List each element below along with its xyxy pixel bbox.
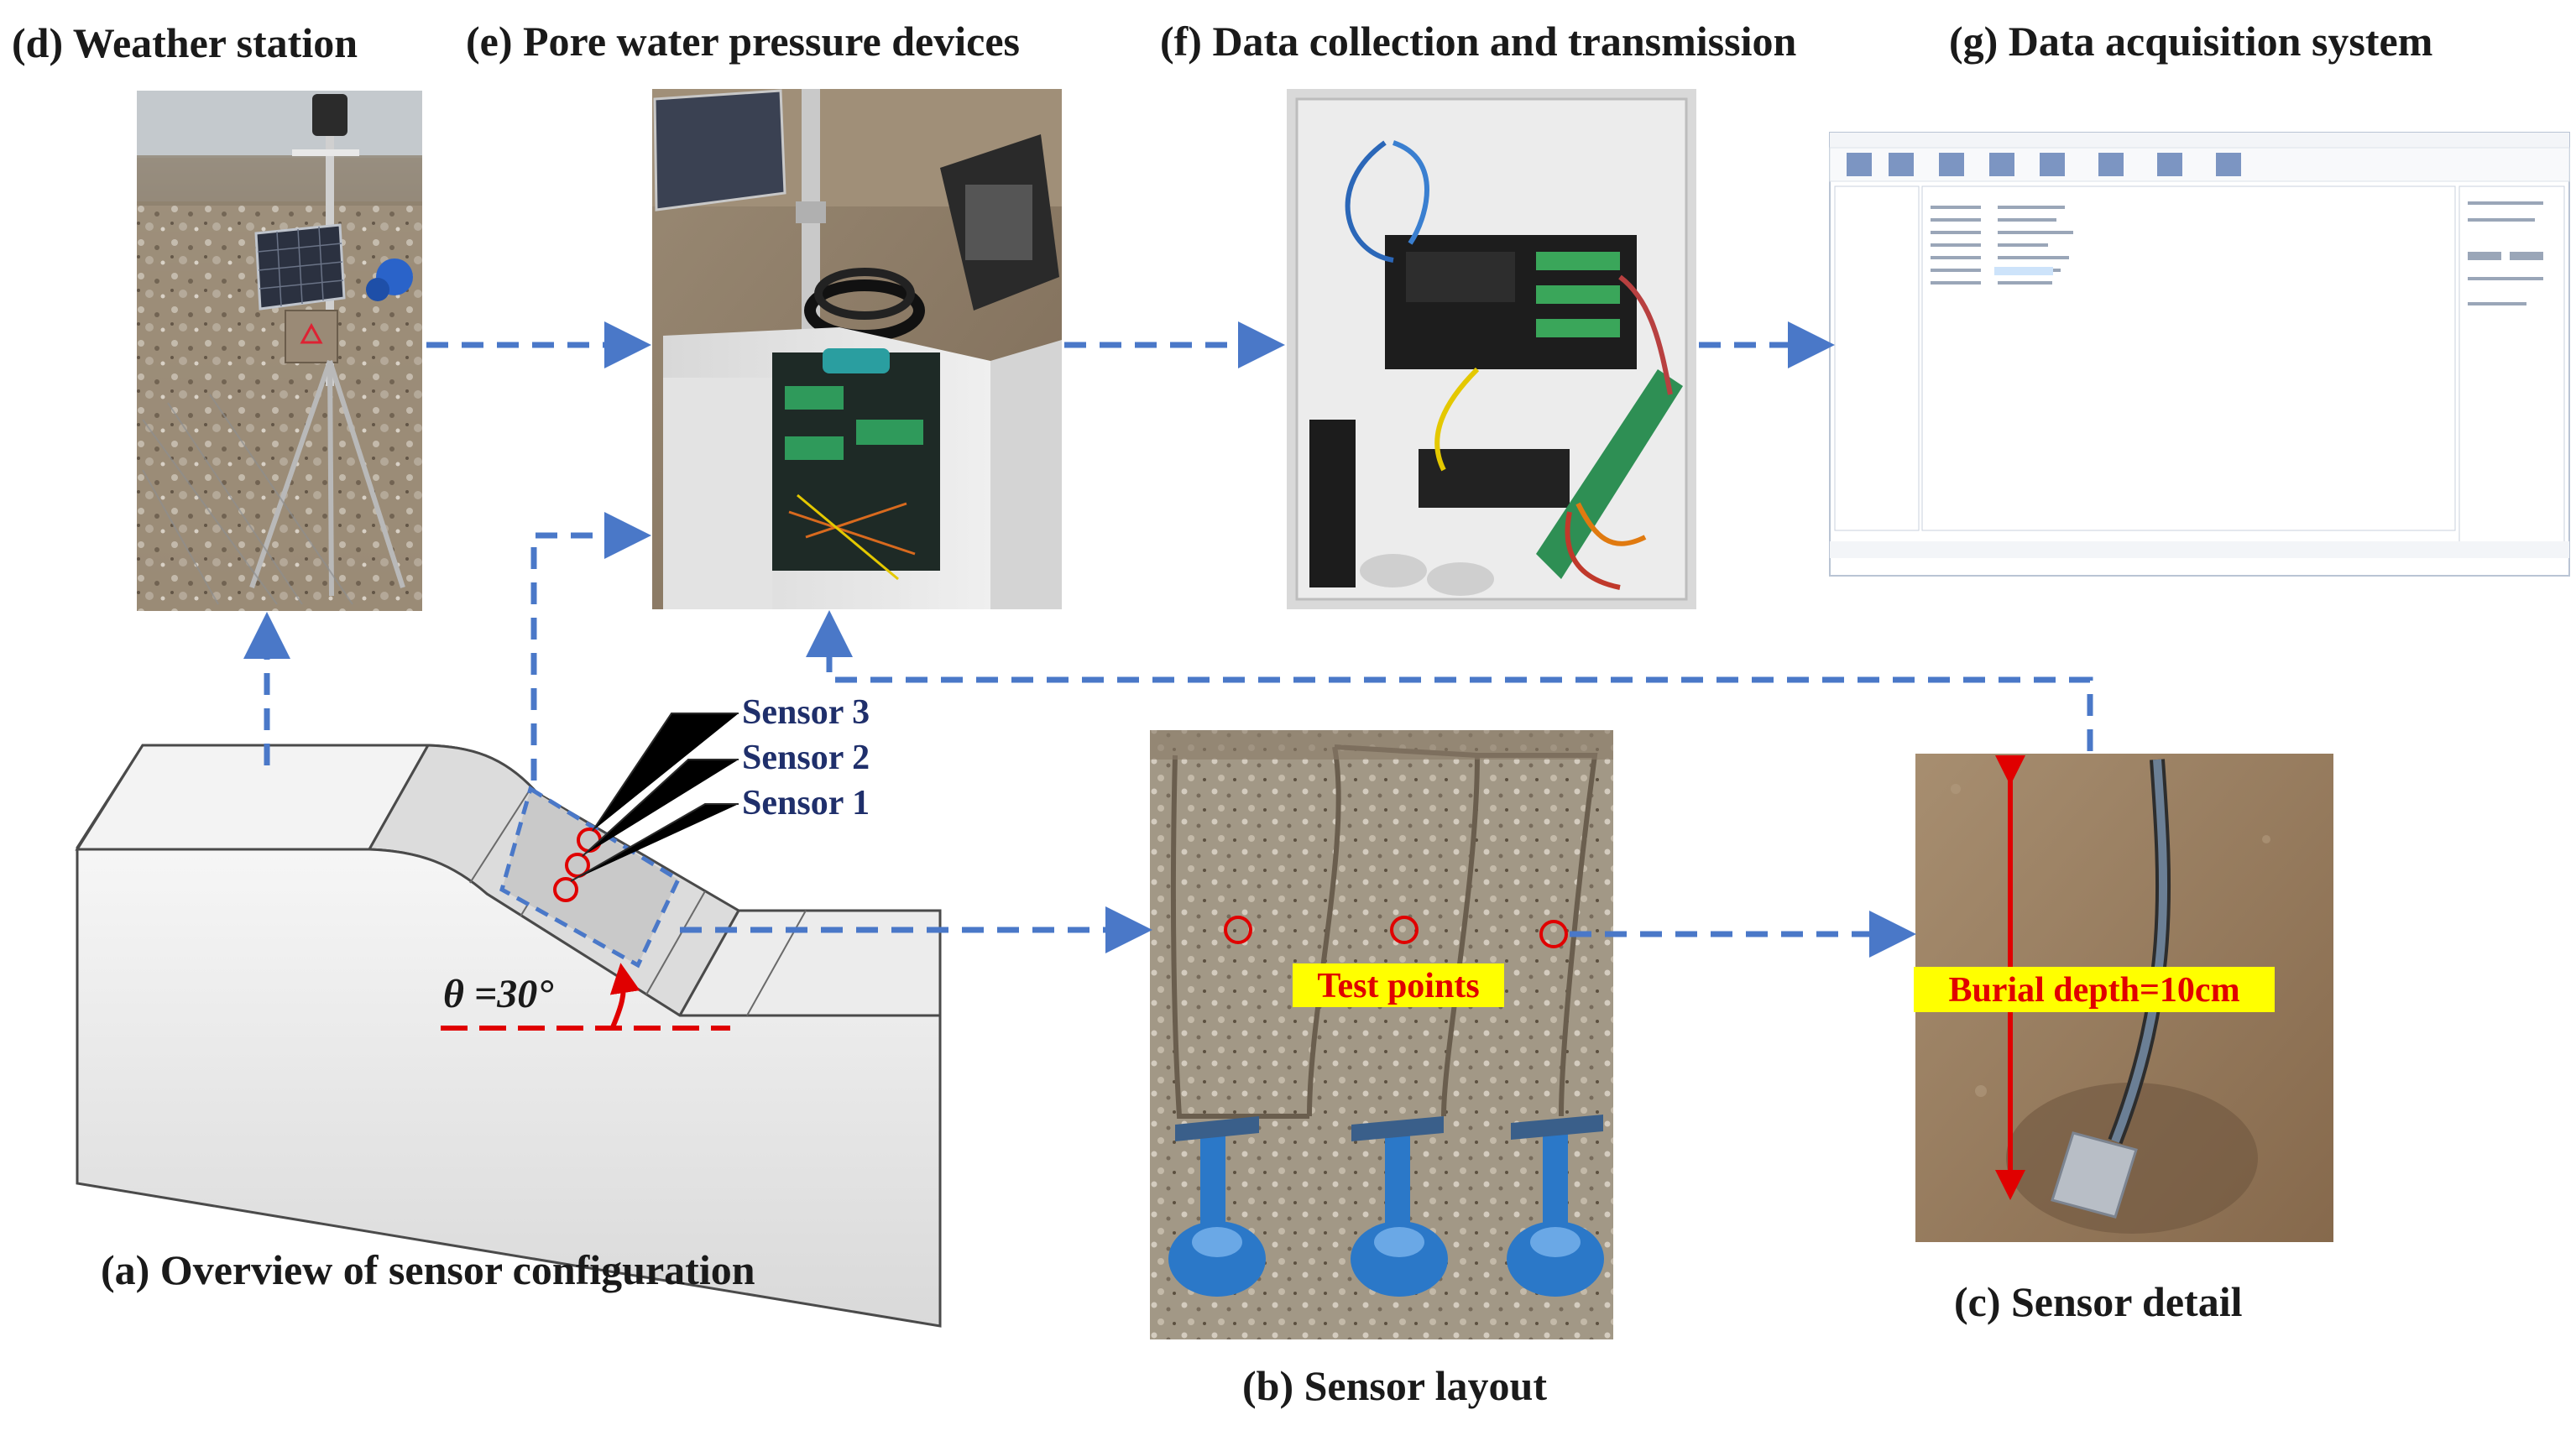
slope-angle-label: θ =30° (443, 972, 553, 1016)
arrow-slope-to-devices (530, 512, 651, 781)
data-acquisition-software-screenshot (1829, 132, 2570, 577)
caption-weather-station: (d) Weather station (12, 19, 358, 66)
sensor-layout-photo (1150, 730, 1613, 1339)
test-points-label: Test points (1317, 967, 1479, 1005)
caption-data-acquisition-system: (g) Data acquisition system (1949, 18, 2432, 65)
burial-depth-highlight (1914, 967, 2275, 1012)
weather-station-photo (137, 91, 422, 611)
caption-overview-sensor-configuration: (a) Overview of sensor configuration (101, 1246, 755, 1293)
caption-sensor-layout: (b) Sensor layout (1242, 1362, 1547, 1409)
slope-model-illustration (75, 713, 942, 1328)
burial-depth-label: Burial depth=10cm (1948, 971, 2239, 1010)
pore-water-pressure-devices-photo (652, 89, 1062, 609)
data-logger-enclosure-photo (1287, 89, 1696, 609)
sensor-2-label: Sensor 2 (742, 739, 870, 777)
test-points-highlight (1293, 963, 1504, 1007)
arrow-detail-to-devices (806, 610, 2093, 751)
sensor-3-label: Sensor 3 (742, 693, 870, 732)
flow-arrows (243, 321, 2093, 958)
sensor-1-label: Sensor 1 (742, 784, 870, 822)
caption-sensor-detail: (c) Sensor detail (1954, 1278, 2243, 1325)
caption-pore-water-pressure-devices: (e) Pore water pressure devices (466, 18, 1020, 65)
caption-data-collection-transmission: (f) Data collection and transmission (1160, 18, 1796, 65)
